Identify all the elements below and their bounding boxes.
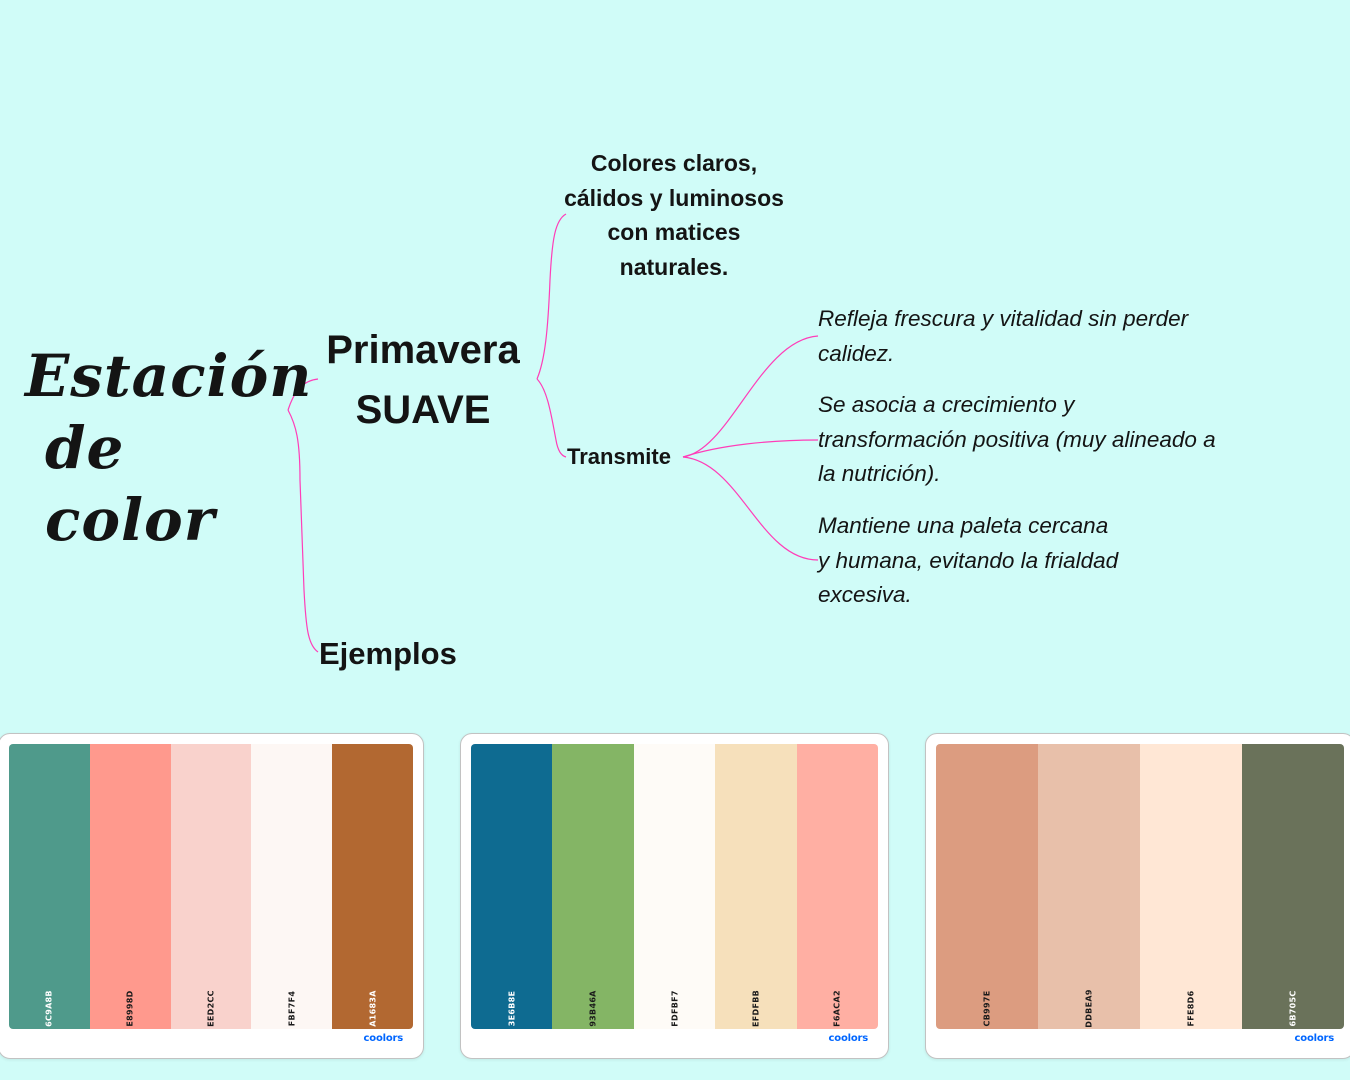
color-code-label: E8998D [125, 990, 135, 1027]
center-line-2: SUAVE [355, 388, 491, 432]
palette-card-2: 3E6B8E 93B46A FDFBF7 EFDFBB F6ACA2 coolors [460, 733, 889, 1059]
description-line-2: cálidos y luminosos [564, 184, 784, 211]
color-code-label: A1683A [368, 990, 378, 1027]
color-code-label: DDBEA9 [1084, 989, 1094, 1028]
color-code-label: FBF7F4 [287, 990, 297, 1027]
palette-swatches: 6C9A8B E8998D EED2CC FBF7F4 A1683A [9, 744, 413, 1029]
color-swatch: F6ACA2 [796, 744, 878, 1029]
color-code-label: FDFBF7 [670, 990, 680, 1027]
color-swatch: 6B705C [1242, 744, 1344, 1029]
transmite-item-2: Se asocia a crecimiento y transformación… [818, 392, 1216, 486]
palette-swatches: CB997E DDBEA9 FFE8D6 6B705C [936, 744, 1344, 1029]
color-swatch: FFE8D6 [1140, 744, 1242, 1029]
description-line-3: con matices [607, 219, 741, 245]
connector-transmite-item-2 [682, 439, 819, 458]
palette-card-1: 6C9A8B E8998D EED2CC FBF7F4 A1683A coolors [0, 733, 424, 1059]
transmite-item-3: Mantiene una paleta cercana y humana, ev… [818, 513, 1119, 607]
color-code-label: 6B705C [1288, 990, 1298, 1027]
connector-transmite-item-3 [682, 456, 819, 561]
color-swatch: FDFBF7 [633, 744, 716, 1029]
transmite-node: Transmite [567, 444, 671, 469]
description-node: Colores claros, cálidos y luminosos con … [560, 146, 788, 284]
color-code-label: FFE8D6 [1186, 990, 1196, 1027]
color-swatch: A1683A [332, 744, 413, 1029]
transmite-item-1: Refleja frescura y vitalidad sin perder … [818, 306, 1189, 366]
description-line-1: Colores claros, [590, 150, 758, 176]
color-swatch: E8998D [89, 744, 171, 1029]
color-swatch: FBF7F4 [251, 744, 333, 1029]
color-swatch: CB997E [936, 744, 1038, 1029]
color-code-label: F6ACA2 [832, 990, 842, 1027]
coolors-logo: coolors [1294, 1033, 1335, 1044]
center-node: Primavera SUAVE [318, 320, 528, 440]
color-swatch: 93B46A [552, 744, 634, 1029]
color-swatch: EFDFBB [715, 744, 797, 1029]
color-code-label: CB997E [982, 990, 992, 1027]
palette-card-3: CB997E DDBEA9 FFE8D6 6B705C coolors [925, 733, 1350, 1059]
color-code-label: 93B46A [588, 990, 598, 1027]
color-code-label: 3E6B8E [507, 990, 517, 1027]
examples-node: Ejemplos [319, 636, 457, 671]
color-swatch: 3E6B8E [471, 744, 553, 1029]
connector-center-to-description [536, 213, 567, 380]
description-line-4: naturales. [619, 253, 729, 280]
color-code-label: EFDFBB [751, 989, 761, 1028]
color-code-label: 6C9A8B [44, 990, 54, 1027]
color-swatch: EED2CC [170, 744, 252, 1029]
coolors-logo: coolors [363, 1033, 404, 1044]
connector-transmite-item-1 [682, 335, 819, 458]
coolors-logo: coolors [828, 1033, 869, 1044]
color-swatch: DDBEA9 [1038, 744, 1140, 1029]
palette-swatches: 3E6B8E 93B46A FDFBF7 EFDFBB F6ACA2 [471, 744, 878, 1029]
center-line-1: Primavera [326, 328, 520, 372]
color-swatch: 6C9A8B [9, 744, 90, 1029]
connector-title-to-center [287, 378, 319, 411]
connector-center-to-transmite [536, 378, 567, 458]
connector-title-to-examples [287, 409, 319, 653]
color-code-label: EED2CC [206, 990, 216, 1027]
